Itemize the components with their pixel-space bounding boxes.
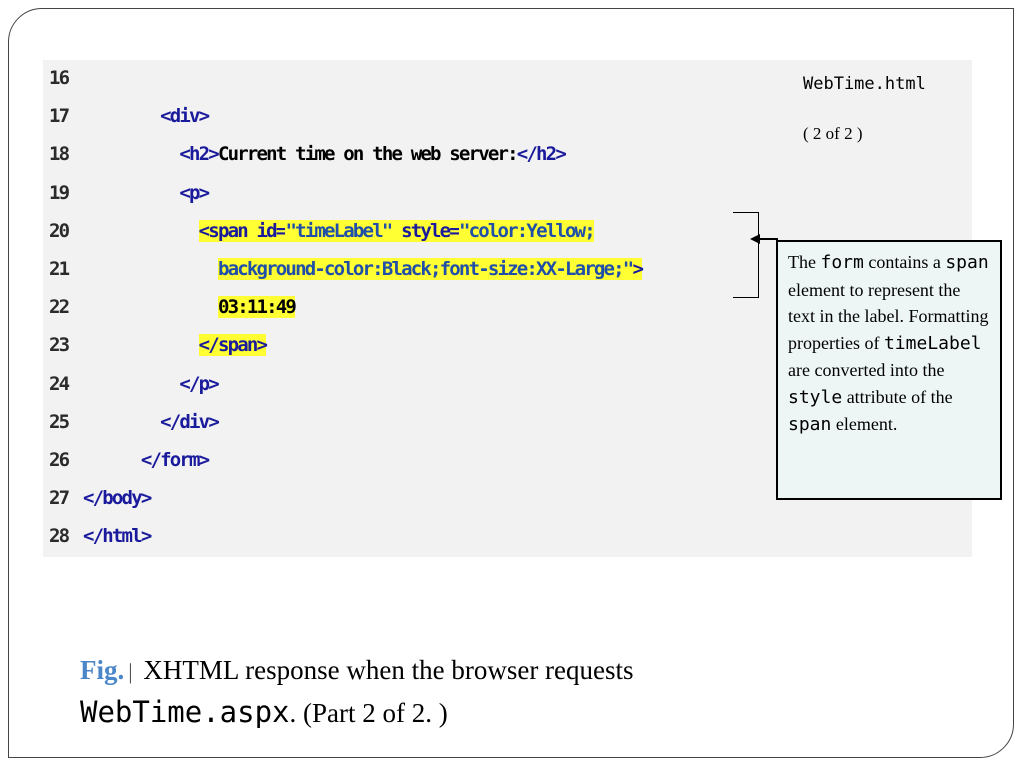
code-token: </html>: [83, 525, 152, 548]
code-token: <span: [198, 219, 257, 242]
code-line: 20 <span id="timeLabel" style="color:Yel…: [43, 216, 972, 246]
code-line: 27 </body>: [43, 483, 972, 513]
code-token: 03:11:49: [217, 296, 297, 319]
callout-text: are converted into the: [788, 360, 945, 380]
line-number: 24: [49, 372, 70, 395]
code-token: id=: [256, 219, 287, 242]
callout-bracket: [733, 212, 759, 298]
caption-code: WebTime.aspx: [80, 695, 290, 729]
code-line: 24 </p>: [43, 369, 972, 399]
code-token: </body>: [83, 487, 152, 510]
code-token: <p>: [179, 181, 210, 204]
callout-box: The form contains a span element to repr…: [776, 240, 1002, 500]
page-count: ( 2 of 2 ): [803, 124, 863, 143]
caption-tail: . (Part 2 of 2. ): [289, 698, 448, 728]
code-line: 19 <p>: [43, 178, 972, 208]
code-line: 25 </div>: [43, 407, 972, 437]
code-line: 26 </form>: [43, 445, 972, 475]
code-token: [83, 258, 218, 280]
code-text: background-color:Black;font-size:XX-Larg…: [83, 254, 644, 284]
line-number: 21: [49, 258, 70, 280]
line-number: 16: [49, 67, 70, 89]
code-token: "color:Yellow;: [458, 219, 596, 242]
line-number: 18: [49, 143, 70, 166]
code-text: </form>: [83, 445, 210, 475]
line-number: 19: [49, 181, 70, 204]
code-token: </div>: [160, 410, 220, 433]
callout-code-timelabel: timeLabel: [883, 332, 982, 354]
slide-frame: [8, 8, 1014, 758]
code-line: 28 </html>: [43, 521, 972, 551]
code-token: [83, 373, 179, 395]
file-title: WebTime.html: [803, 74, 926, 94]
line-number: 26: [49, 449, 70, 471]
code-text: </span>: [83, 330, 268, 360]
line-number: 28: [49, 525, 70, 548]
code-line: 23 </span>: [43, 330, 972, 360]
code-text: 03:11:49: [83, 292, 297, 322]
figure-label: Fig.: [80, 655, 125, 685]
arrow-left-icon: [750, 234, 760, 244]
line-number: 23: [49, 334, 70, 357]
code-text: <span id="timeLabel" style="color:Yellow…: [83, 216, 596, 246]
callout-code-span: span: [945, 252, 989, 273]
code-token: </span>: [198, 334, 268, 357]
code-token: [83, 143, 179, 165]
line-number: 22: [49, 296, 70, 319]
code-token: "timeLabel": [285, 219, 393, 242]
code-line: 18 <h2>Current time on the web server:</…: [43, 139, 972, 169]
code-line: 17 <div>: [43, 101, 972, 131]
code-token: style=: [391, 219, 461, 242]
code-token: [83, 220, 199, 242]
code-text: </body>: [83, 483, 152, 513]
callout-text: contains a: [863, 252, 946, 272]
code-text: <h2>Current time on the web server:</h2>: [83, 139, 567, 169]
code-text: </p>: [83, 369, 219, 399]
code-text: <p>: [83, 178, 210, 208]
callout-arrow-line: [760, 238, 778, 240]
code-line: 22 03:11:49: [43, 292, 972, 322]
code-token: </h2>: [516, 143, 567, 166]
callout-text: element to represent the text in the lab…: [788, 279, 989, 353]
callout-code-form: form: [820, 252, 864, 273]
line-number: 27: [49, 487, 70, 510]
code-token: Current time on the web server:: [217, 143, 519, 166]
code-token: >: [632, 258, 644, 280]
code-token: [83, 296, 218, 318]
code-token: </p>: [179, 372, 219, 395]
code-token: background-color:Black;font-size:XX-Larg…: [217, 258, 634, 280]
code-token: [83, 182, 179, 204]
callout-text: The: [788, 252, 821, 272]
figure-separator: |: [128, 659, 133, 684]
code-token: [83, 411, 160, 433]
code-token: <div>: [160, 105, 210, 128]
caption-text: XHTML response when the browser requests: [136, 655, 634, 685]
line-number: 25: [49, 410, 70, 433]
code-text: <div>: [83, 101, 210, 131]
code-token: [83, 105, 160, 127]
code-line: 21 background-color:Black;font-size:XX-L…: [43, 254, 972, 284]
code-text: </html>: [83, 521, 152, 551]
figure-caption: Fig.| XHTML response when the browser re…: [80, 650, 980, 733]
code-token: <h2>: [179, 143, 219, 166]
callout-code-span: span: [788, 414, 832, 435]
code-token: </form>: [140, 449, 210, 471]
code-text: </div>: [83, 407, 220, 437]
callout-code-style: style: [788, 386, 843, 408]
callout-text: attribute of the: [842, 386, 953, 407]
line-number: 17: [49, 105, 70, 128]
code-token: [83, 334, 199, 356]
callout-text: element.: [831, 414, 898, 434]
code-line: 16: [43, 63, 972, 93]
line-number: 20: [49, 219, 70, 242]
code-token: [83, 449, 141, 471]
